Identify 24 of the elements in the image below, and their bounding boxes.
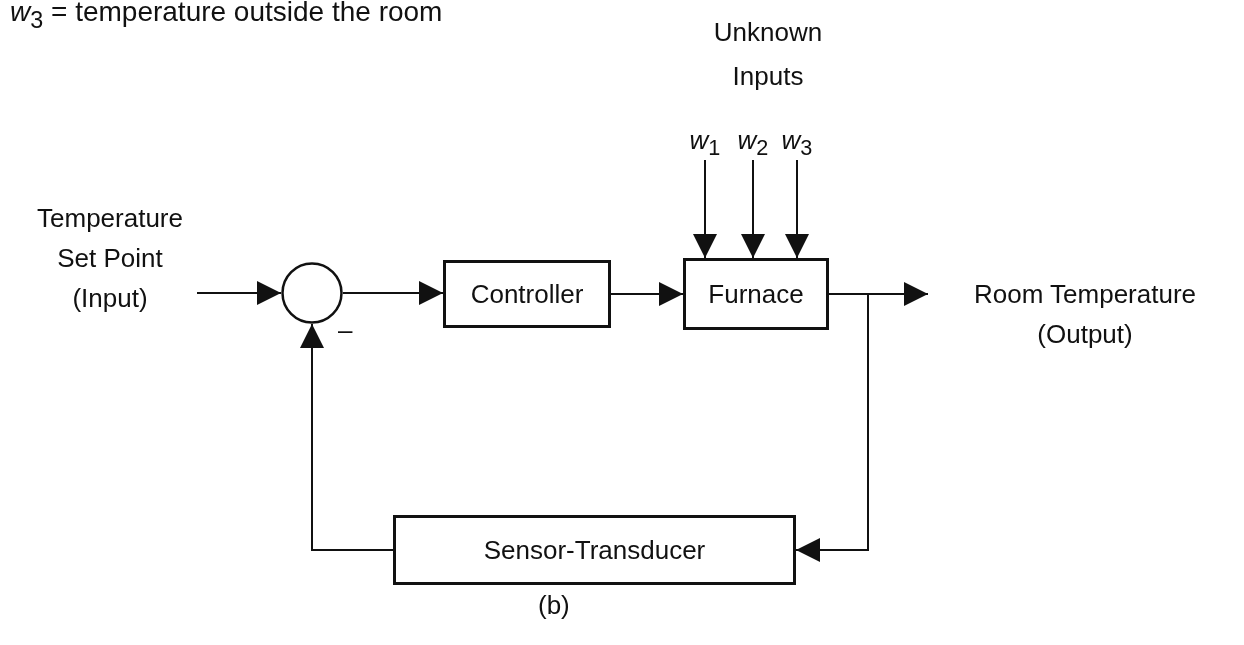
process-box [443, 260, 611, 328]
arrow [196, 281, 282, 305]
process-box [393, 515, 796, 585]
signal-label: w$_{2}$ [736, 120, 770, 158]
note-text: w$_{3}$ = temperature outside the room [10, 0, 443, 34]
arrow [610, 282, 684, 306]
signal-label: Temperature Set Point (Input) [25, 196, 195, 322]
arrow [741, 159, 765, 259]
box-label: Furnace [708, 278, 804, 311]
box-label: Controller [470, 278, 584, 311]
arrow [342, 281, 444, 305]
signal-label: w$_{1}$ [688, 120, 722, 158]
arrow [795, 293, 869, 562]
box-label: Sensor-Transducer [483, 534, 706, 567]
heading-label: Unknown Inputs [712, 16, 824, 93]
caption-label: (b) [538, 590, 570, 621]
minus-sign: – [338, 315, 353, 346]
arrow [785, 159, 809, 259]
signal-label: w$_{3}$ [780, 120, 814, 158]
process-box [683, 258, 829, 330]
arrow [300, 323, 394, 551]
arrow [693, 159, 717, 259]
signal-label: Room Temperature (Output) [930, 272, 1240, 358]
summing-junction [281, 262, 343, 324]
